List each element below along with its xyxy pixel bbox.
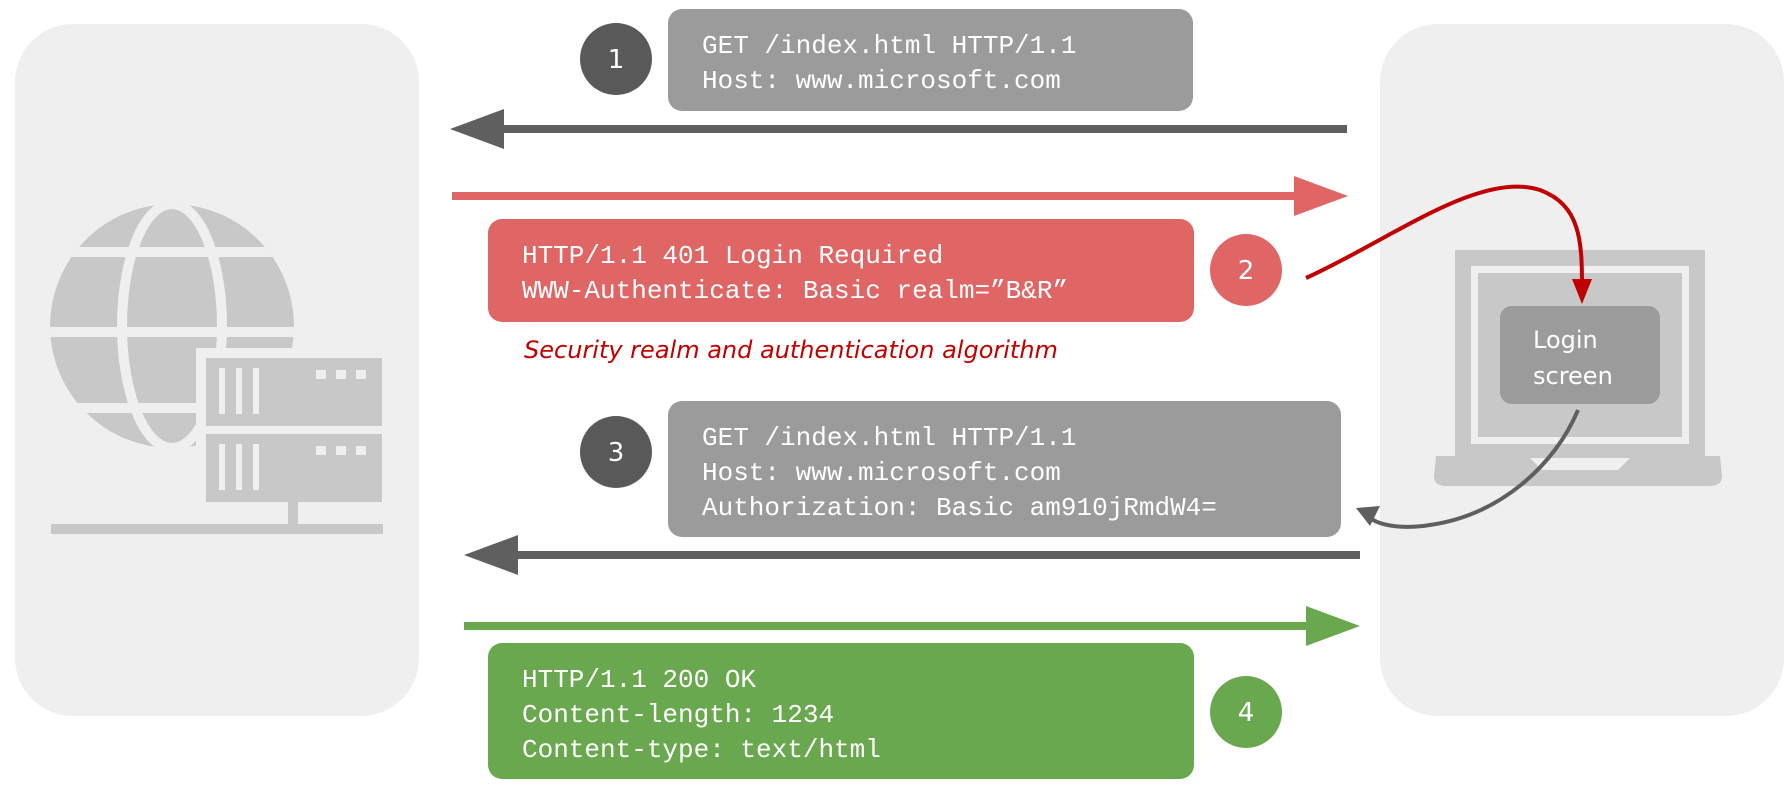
- step-4-box: [488, 643, 1194, 779]
- step-4-line-2: Content-length: 1234: [522, 700, 834, 730]
- step-2-badge: 2: [1210, 234, 1282, 306]
- step-1-message: GET /index.html HTTP/1.1 Host: www.micro…: [668, 9, 1193, 111]
- step-3-message: GET /index.html HTTP/1.1 Host: www.micro…: [668, 401, 1341, 537]
- realm-annotation: Security realm and authentication algori…: [524, 336, 1058, 364]
- response-arrow-200: [464, 606, 1360, 646]
- step-1-number: 1: [608, 45, 625, 75]
- step-1-badge: 1: [580, 23, 652, 95]
- laptop-icon: Login screen: [1434, 250, 1722, 486]
- step-2-line-1: HTTP/1.1 401 Login Required: [522, 241, 943, 271]
- step-4-message: HTTP/1.1 200 OK Content-length: 1234 Con…: [488, 643, 1194, 779]
- login-screen-label-1: Login: [1533, 326, 1598, 354]
- step-2-box: [488, 219, 1194, 322]
- credentials-curve-arrow: [1356, 409, 1580, 529]
- step-4-badge: 4: [1210, 676, 1282, 748]
- request-arrow-1: [450, 109, 1347, 149]
- step-4-line-1: HTTP/1.1 200 OK: [522, 665, 756, 695]
- globe-server-icon: [50, 204, 392, 534]
- request-arrow-3: [464, 535, 1360, 575]
- step-2-message: HTTP/1.1 401 Login Required WWW-Authenti…: [488, 219, 1194, 322]
- step-1-line-1: GET /index.html HTTP/1.1: [702, 31, 1076, 61]
- step-3-badge: 3: [580, 416, 652, 488]
- step-3-line-2: Host: www.microsoft.com: [702, 458, 1061, 488]
- step-1-box: [668, 9, 1193, 111]
- step-2-line-2: WWW-Authenticate: Basic realm=”B&R”: [522, 276, 1068, 306]
- step-3-box: [668, 401, 1341, 537]
- login-screen-label-2: screen: [1533, 362, 1613, 390]
- response-arrow-401: [452, 176, 1348, 216]
- login-screen-box: [1500, 306, 1660, 404]
- step-4-number: 4: [1238, 698, 1255, 728]
- step-1-line-2: Host: www.microsoft.com: [702, 66, 1061, 96]
- step-3-line-1: GET /index.html HTTP/1.1: [702, 423, 1076, 453]
- step-2-number: 2: [1238, 256, 1255, 286]
- step-3-line-3: Authorization: Basic am910jRmdW4=: [702, 493, 1217, 523]
- login-prompt-curve-arrow: [1305, 184, 1592, 304]
- step-4-line-3: Content-type: text/html: [522, 735, 881, 765]
- step-3-number: 3: [608, 438, 625, 468]
